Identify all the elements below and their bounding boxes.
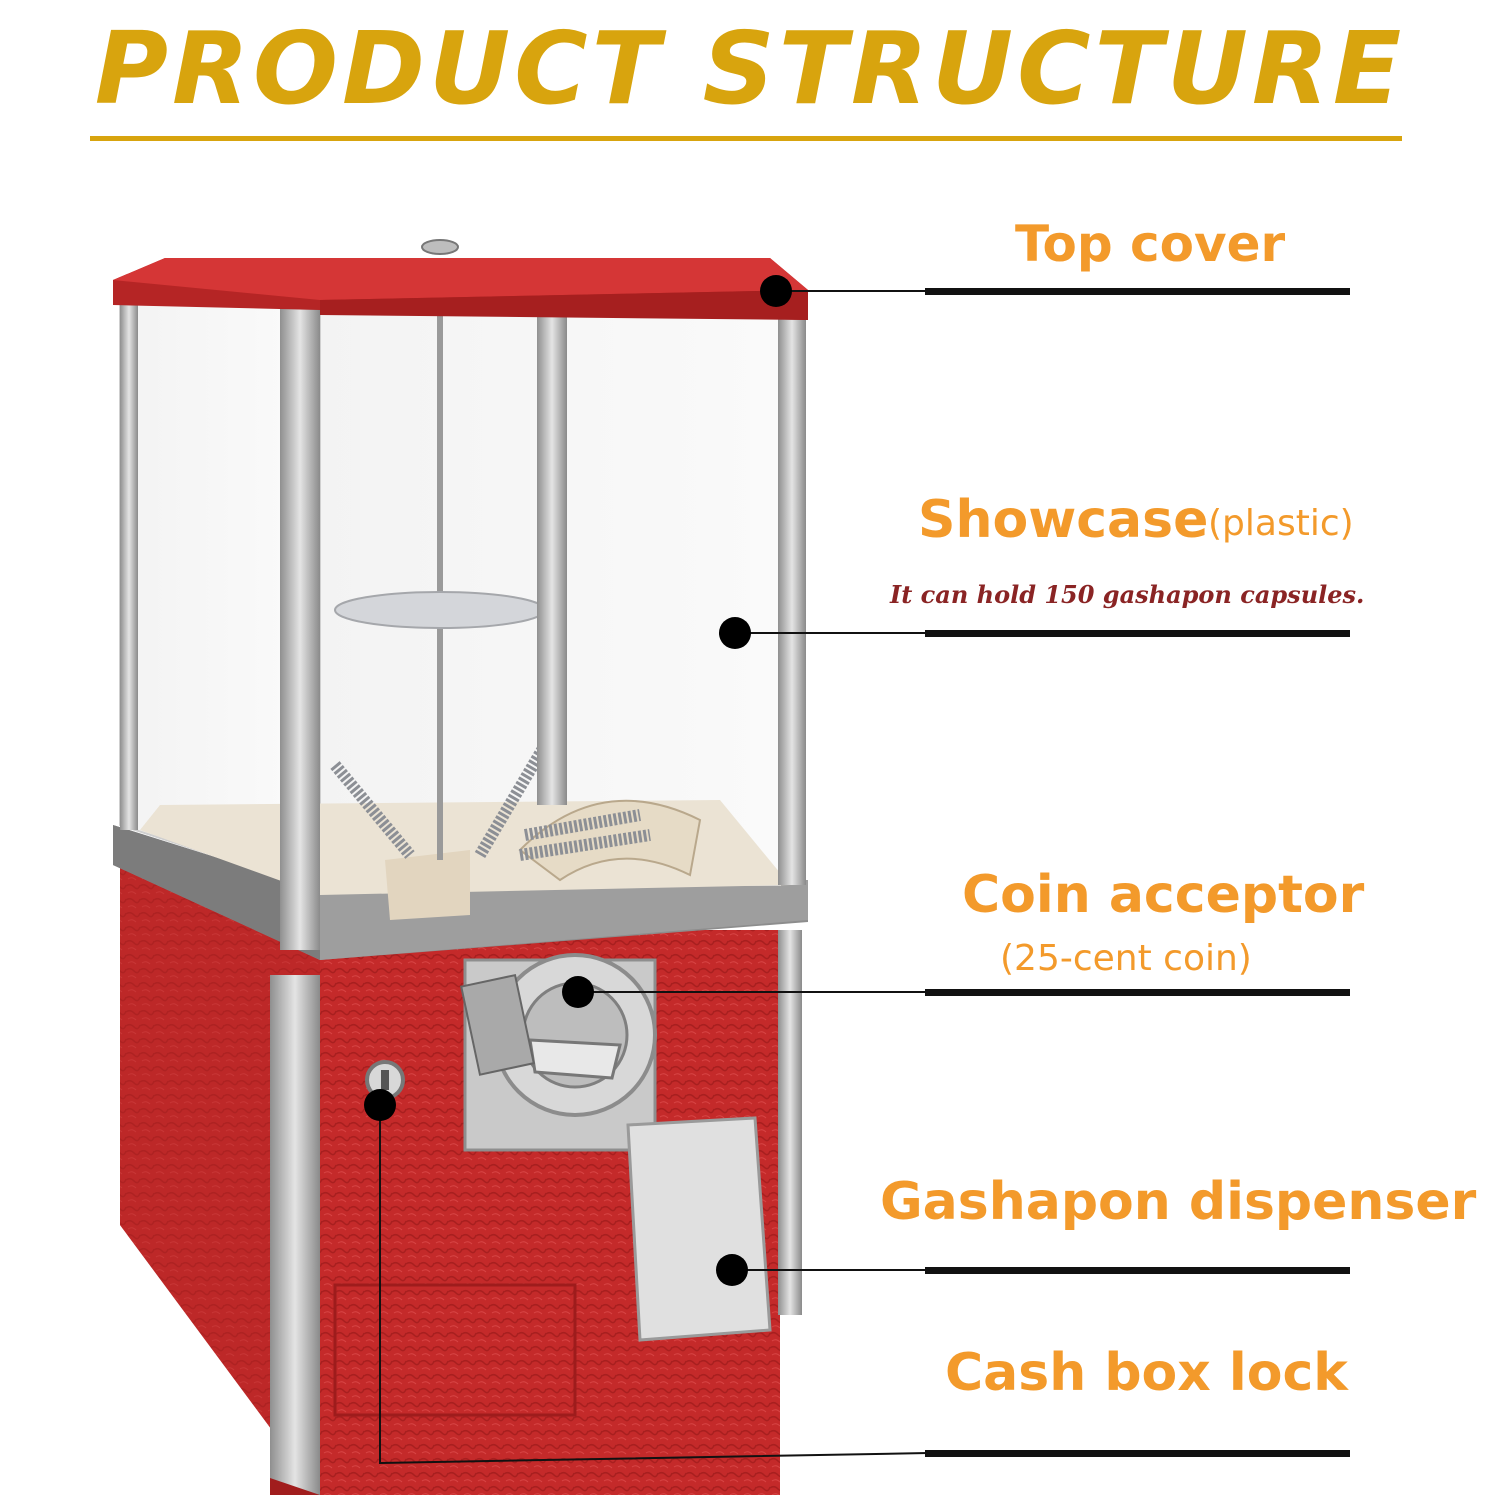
title-underline	[90, 136, 1402, 141]
top-cover	[113, 239, 808, 320]
underline-bars	[925, 288, 1350, 1457]
label-cash-box-lock: Cash box lock	[945, 1343, 1348, 1403]
marker-dots	[364, 275, 792, 1286]
label-coin-type: (25-cent coin)	[1000, 938, 1252, 979]
coin-mechanism	[460, 953, 657, 1152]
marker-dot	[562, 976, 594, 1008]
showcase	[119, 299, 806, 950]
label-showcase-material: (plastic)	[1208, 503, 1354, 544]
label-coin-acceptor: Coin acceptor	[962, 865, 1365, 925]
marker-dot	[760, 275, 792, 307]
label-showcase: Showcase	[918, 490, 1209, 550]
diagram-title: PRODUCT STRUCTURE	[94, 10, 1406, 127]
dispenser-door	[626, 1116, 772, 1342]
leader-lines	[379, 290, 929, 1465]
marker-dot	[719, 617, 751, 649]
marker-dot	[364, 1089, 396, 1121]
label-top-cover: Top cover	[1015, 215, 1286, 273]
label-gashapon-dispenser: Gashapon dispenser	[880, 1172, 1477, 1232]
label-showcase-capacity: It can hold 150 gashapon capsules.	[890, 580, 1365, 609]
marker-dot	[716, 1254, 748, 1286]
